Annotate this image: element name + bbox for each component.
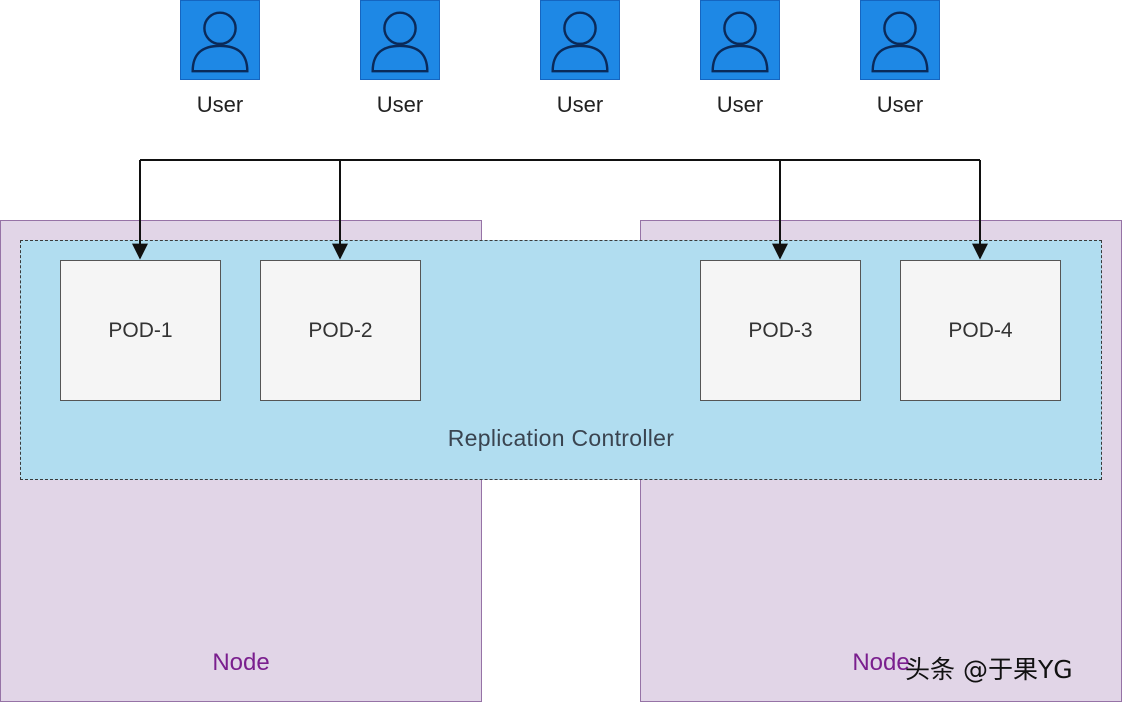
user-4[interactable]: User	[700, 0, 780, 118]
user-label: User	[556, 92, 604, 117]
user-icon	[860, 0, 940, 80]
user-icon	[540, 0, 620, 80]
replication-controller-label: Replication Controller	[447, 425, 675, 451]
user-1[interactable]: User	[180, 0, 260, 118]
user-2[interactable]: User	[360, 0, 440, 118]
user-icon	[180, 0, 260, 80]
pod-3[interactable]: POD-3	[700, 260, 861, 401]
watermark: 头条 @于果YG	[905, 655, 1073, 684]
user-icon	[360, 0, 440, 80]
pod-3-label: POD-3	[748, 318, 813, 342]
user-label: User	[196, 92, 244, 117]
user-3[interactable]: User	[540, 0, 620, 118]
user-5[interactable]: User	[860, 0, 940, 118]
pod-2[interactable]: POD-2	[260, 260, 421, 401]
pod-2-label: POD-2	[308, 318, 373, 342]
node-left-label: Node	[212, 649, 270, 676]
pod-4[interactable]: POD-4	[900, 260, 1061, 401]
user-icon	[700, 0, 780, 80]
pod-1[interactable]: POD-1	[60, 260, 221, 401]
node-right-label: Node	[852, 649, 910, 676]
user-label: User	[376, 92, 424, 117]
pod-1-label: POD-1	[108, 318, 173, 342]
user-label: User	[716, 92, 764, 117]
pod-4-label: POD-4	[948, 318, 1013, 342]
user-label: User	[876, 92, 924, 117]
